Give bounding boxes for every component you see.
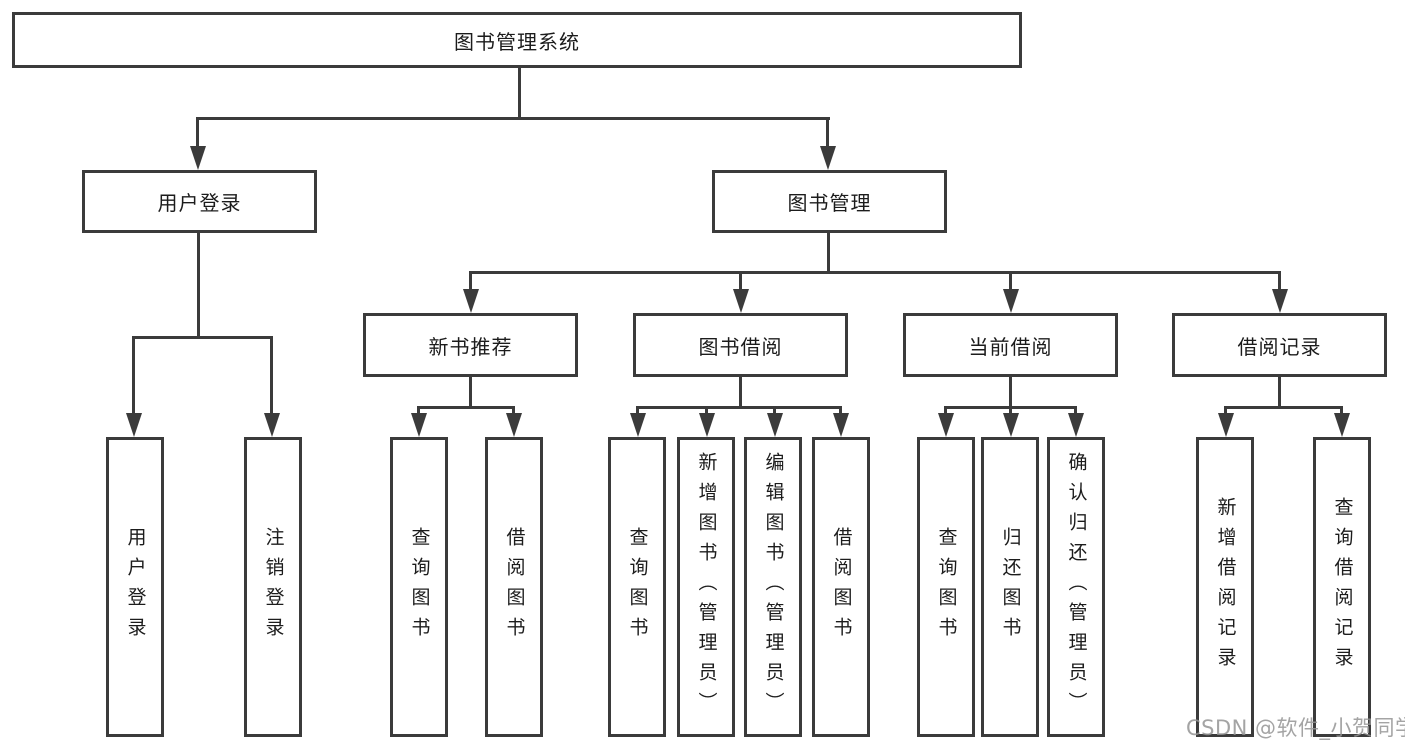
node-borrow-record-label: 借阅记录 bbox=[1237, 334, 1322, 359]
node-leaf-nbr-query-books-label: 查询图书 bbox=[408, 527, 431, 647]
node-new-book-rec: 新书推荐 bbox=[363, 313, 578, 377]
connector-line bbox=[196, 117, 830, 120]
node-leaf-cb-confirm-return-admin: 确认归还（管理员） bbox=[1047, 437, 1105, 737]
arrowhead-icon bbox=[1068, 413, 1084, 437]
connector-line bbox=[739, 377, 742, 408]
arrowhead-icon bbox=[506, 413, 522, 437]
node-user-login-label: 用户登录 bbox=[157, 191, 242, 215]
arrowhead-icon bbox=[938, 413, 954, 437]
node-leaf-bb-add-books-admin: 新增图书（管理员） bbox=[677, 437, 735, 737]
arrowhead-icon bbox=[767, 413, 783, 437]
arrowhead-icon bbox=[1272, 289, 1288, 313]
arrowhead-icon bbox=[1003, 413, 1019, 437]
arrowhead-icon bbox=[733, 289, 749, 313]
arrowhead-icon bbox=[264, 413, 280, 437]
arrowhead-icon bbox=[820, 146, 836, 170]
node-leaf-cb-query-books-label: 查询图书 bbox=[935, 527, 958, 647]
node-leaf-bb-query-books-label: 查询图书 bbox=[626, 527, 649, 647]
connector-line bbox=[636, 406, 842, 409]
connector-line bbox=[773, 406, 776, 417]
connector-line bbox=[636, 406, 639, 417]
node-leaf-user-login-label: 用户登录 bbox=[124, 527, 147, 647]
node-leaf-bb-borrow-books: 借阅图书 bbox=[812, 437, 870, 737]
connector-line bbox=[705, 406, 708, 417]
node-leaf-cb-confirm-return-admin-label: 确认归还（管理员） bbox=[1065, 452, 1088, 722]
node-leaf-cb-return-books-label: 归还图书 bbox=[999, 527, 1022, 647]
connector-line bbox=[469, 271, 1281, 274]
connector-line bbox=[1009, 406, 1012, 417]
connector-line bbox=[196, 117, 199, 151]
arrowhead-icon bbox=[190, 146, 206, 170]
connector-line bbox=[827, 233, 830, 272]
node-leaf-nbr-query-books: 查询图书 bbox=[390, 437, 448, 737]
connector-line bbox=[1224, 406, 1342, 409]
connector-line bbox=[1009, 377, 1012, 408]
node-leaf-bb-query-books: 查询图书 bbox=[608, 437, 666, 737]
connector-line bbox=[1340, 406, 1343, 417]
connector-line bbox=[1009, 271, 1012, 294]
arrowhead-icon bbox=[463, 289, 479, 313]
connector-line bbox=[417, 406, 515, 409]
node-leaf-cb-return-books: 归还图书 bbox=[981, 437, 1039, 737]
node-leaf-br-query-record-label: 查询借阅记录 bbox=[1331, 497, 1354, 677]
connector-line bbox=[739, 271, 742, 294]
node-current-borrow: 当前借阅 bbox=[903, 313, 1118, 377]
arrowhead-icon bbox=[1003, 289, 1019, 313]
node-leaf-bb-borrow-books-label: 借阅图书 bbox=[830, 527, 853, 647]
node-leaf-logout-label: 注销登录 bbox=[262, 527, 285, 647]
arrowhead-icon bbox=[1218, 413, 1234, 437]
connector-line bbox=[826, 117, 829, 151]
connector-line bbox=[132, 336, 273, 339]
connector-line bbox=[1224, 406, 1227, 417]
connector-line bbox=[944, 406, 947, 417]
node-leaf-logout: 注销登录 bbox=[244, 437, 302, 737]
connector-line bbox=[469, 377, 472, 408]
node-leaf-bb-edit-books-admin-label: 编辑图书（管理员） bbox=[762, 452, 785, 722]
node-user-login: 用户登录 bbox=[82, 170, 317, 233]
arrowhead-icon bbox=[126, 413, 142, 437]
node-leaf-bb-add-books-admin-label: 新增图书（管理员） bbox=[695, 452, 718, 722]
node-book-borrow-label: 图书借阅 bbox=[698, 334, 783, 359]
node-current-borrow-label: 当前借阅 bbox=[968, 334, 1053, 359]
node-root-label: 图书管理系统 bbox=[454, 29, 580, 54]
connector-line bbox=[417, 406, 420, 417]
connector-line bbox=[197, 233, 200, 338]
csdn-watermark: CSDN @软件_小贺同学 bbox=[1186, 716, 1405, 740]
connector-line bbox=[839, 406, 842, 417]
node-book-borrow: 图书借阅 bbox=[633, 313, 848, 377]
arrowhead-icon bbox=[833, 413, 849, 437]
node-leaf-cb-query-books: 查询图书 bbox=[917, 437, 975, 737]
node-leaf-br-add-record: 新增借阅记录 bbox=[1196, 437, 1254, 737]
node-leaf-br-query-record: 查询借阅记录 bbox=[1313, 437, 1371, 737]
node-root: 图书管理系统 bbox=[12, 12, 1022, 68]
arrowhead-icon bbox=[630, 413, 646, 437]
node-leaf-nbr-borrow-books: 借阅图书 bbox=[485, 437, 543, 737]
connector-line bbox=[132, 336, 135, 417]
connector-line bbox=[270, 336, 273, 417]
node-leaf-bb-edit-books-admin: 编辑图书（管理员） bbox=[744, 437, 802, 737]
node-book-mgmt-label: 图书管理 bbox=[787, 191, 872, 215]
arrowhead-icon bbox=[1334, 413, 1350, 437]
arrowhead-icon bbox=[699, 413, 715, 437]
node-borrow-record: 借阅记录 bbox=[1172, 313, 1387, 377]
connector-line bbox=[512, 406, 515, 417]
connector-line bbox=[1278, 377, 1281, 408]
connector-line bbox=[1278, 271, 1281, 294]
arrowhead-icon bbox=[411, 413, 427, 437]
connector-line bbox=[518, 68, 521, 118]
connector-line bbox=[469, 271, 472, 294]
node-leaf-user-login: 用户登录 bbox=[106, 437, 164, 737]
node-leaf-nbr-borrow-books-label: 借阅图书 bbox=[503, 527, 526, 647]
node-leaf-br-add-record-label: 新增借阅记录 bbox=[1214, 497, 1237, 677]
node-new-book-rec-label: 新书推荐 bbox=[428, 334, 513, 359]
node-book-mgmt: 图书管理 bbox=[712, 170, 947, 233]
connector-line bbox=[1074, 406, 1077, 417]
